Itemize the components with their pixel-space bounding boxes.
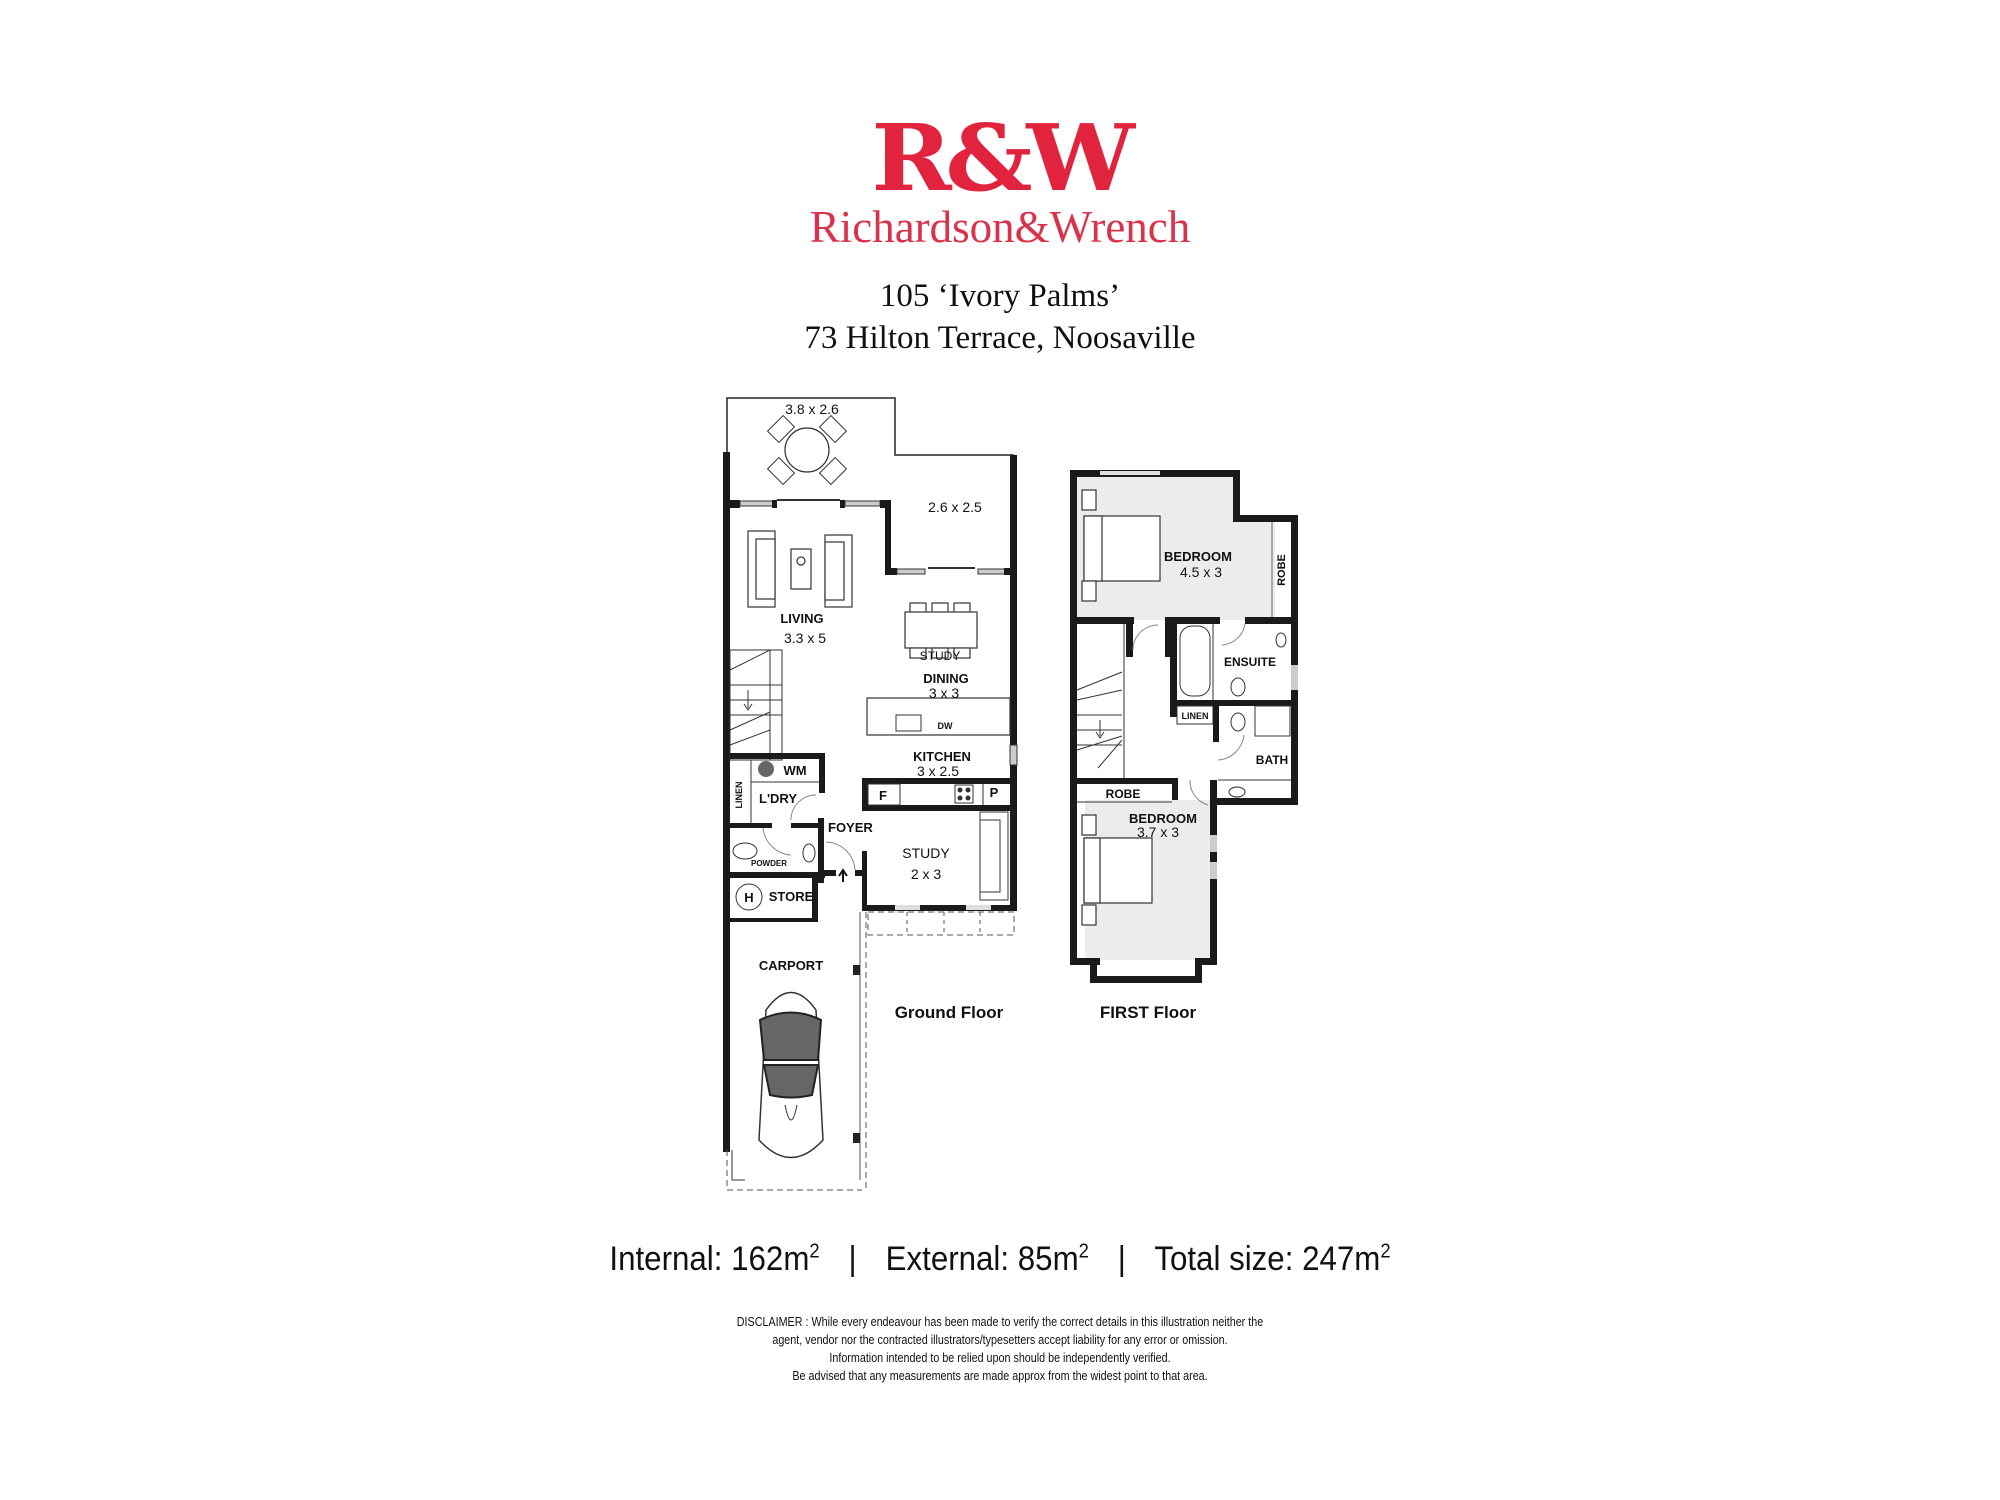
disclaimer-line: DISCLAIMER : While every endeavour has b…	[736, 1315, 1264, 1329]
bedroom2-dimension: 3.7 x 3	[1137, 824, 1179, 840]
bed-icon	[1081, 814, 1153, 926]
unit-superscript: 2	[1380, 1240, 1391, 1263]
shower-icon	[1254, 705, 1291, 737]
study-label: STUDY	[902, 845, 950, 861]
unit-superscript: 2	[809, 1240, 820, 1263]
deck-dimension: 3.8 x 2.6	[785, 401, 839, 417]
toilet-icon	[732, 842, 758, 860]
basin-icon	[1275, 632, 1287, 648]
store-label: STORE	[769, 889, 814, 904]
powder-label: POWDER	[751, 859, 787, 868]
ensuite-label: ENSUITE	[1224, 655, 1276, 669]
bathtub-icon	[1179, 625, 1211, 697]
internal-area-label: Internal:	[609, 1240, 723, 1278]
internal-area-value: 162m	[731, 1240, 810, 1278]
dining-label: DINING	[923, 671, 969, 686]
disclaimer-line: Information intended to be relied upon s…	[829, 1351, 1171, 1365]
foyer-label: FOYER	[828, 820, 873, 835]
sink-icon	[895, 714, 922, 732]
living-label: LIVING	[780, 611, 823, 626]
unit-superscript: 2	[1078, 1240, 1089, 1263]
carport-label: CARPORT	[759, 958, 823, 973]
study-sofa-icon	[979, 811, 1009, 901]
disclaimer-line: agent, vendor nor the contracted illustr…	[772, 1333, 1228, 1347]
ground-floor-label: Ground Floor	[895, 1003, 1004, 1022]
property-name: 105 ‘Ivory Palms’	[879, 278, 1121, 314]
separator: |	[848, 1240, 857, 1278]
bedroom2-label: BEDROOM	[1129, 811, 1197, 826]
basin-icon	[802, 843, 816, 863]
brand-logo-mark: R&W	[871, 104, 1134, 212]
external-area-label: External:	[885, 1240, 1010, 1278]
property-address: 73 Hilton Terrace, Noosaville	[804, 320, 1196, 356]
brand-wordmark: Richardson&Wrench	[809, 202, 1191, 252]
first-floor-label: FIRST Floor	[1100, 1003, 1197, 1022]
first-floor-plan: ROBE BEDROOM 4.5 x 3 ENSUITE LINEN	[1070, 470, 1298, 1022]
dishwasher-label: DW	[938, 721, 953, 731]
total-area-label: Total size:	[1154, 1240, 1294, 1278]
bath-label: BATH	[1256, 753, 1288, 767]
dining-table-icon	[904, 602, 978, 659]
outdoor-table-icon	[766, 414, 848, 486]
sofa-icon	[747, 530, 853, 608]
study-dimension: 2 x 3	[911, 866, 942, 882]
disclaimer-line: Be advised that any measurements are mad…	[792, 1369, 1208, 1383]
robe1-label: ROBE	[1276, 554, 1288, 586]
living-dimension: 3.3 x 5	[784, 630, 826, 646]
separator: |	[1117, 1240, 1126, 1278]
toilet-icon	[1230, 677, 1246, 697]
pantry-label: P	[990, 785, 999, 800]
laundry-label: L'DRY	[759, 791, 797, 806]
area-summary: Internal: 162m2 | External: 85m2 | Total…	[80, 1240, 1920, 1279]
total-area-value: 247m	[1302, 1240, 1381, 1278]
staircase-icon	[1076, 624, 1125, 780]
bedroom1-label: BEDROOM	[1164, 549, 1232, 564]
terrace-dimension: 2.6 x 2.5	[928, 499, 982, 515]
kitchen-dimension: 3 x 2.5	[917, 763, 959, 779]
car-icon	[758, 991, 824, 1159]
linen-label: LINEN	[1182, 711, 1209, 721]
heater-label: H	[744, 890, 753, 905]
external-area-value: 85m	[1017, 1240, 1079, 1278]
cooktop-icon	[954, 784, 974, 804]
bed-icon	[1081, 489, 1161, 602]
dining-dimension: 3 x 3	[929, 685, 960, 701]
robe2-label: ROBE	[1106, 787, 1141, 801]
disclaimer: DISCLAIMER : While every endeavour has b…	[140, 1313, 1860, 1385]
dining-overlay-text: STUDY	[920, 649, 961, 663]
washer-label: WM	[783, 763, 806, 778]
washing-machine-icon	[758, 761, 774, 777]
fridge-label: F	[879, 788, 887, 803]
bedroom1-dimension: 4.5 x 3	[1180, 564, 1222, 580]
kitchen-label: KITCHEN	[913, 749, 971, 764]
linen-label: LINEN	[734, 782, 744, 809]
staircase-icon	[729, 649, 783, 761]
kitchen-island	[866, 697, 1011, 736]
ground-floor-plan: 3.8 x 2.6 2.6 x 2.5 LIVING 3.3 x 5 STUDY…	[723, 397, 1018, 1191]
